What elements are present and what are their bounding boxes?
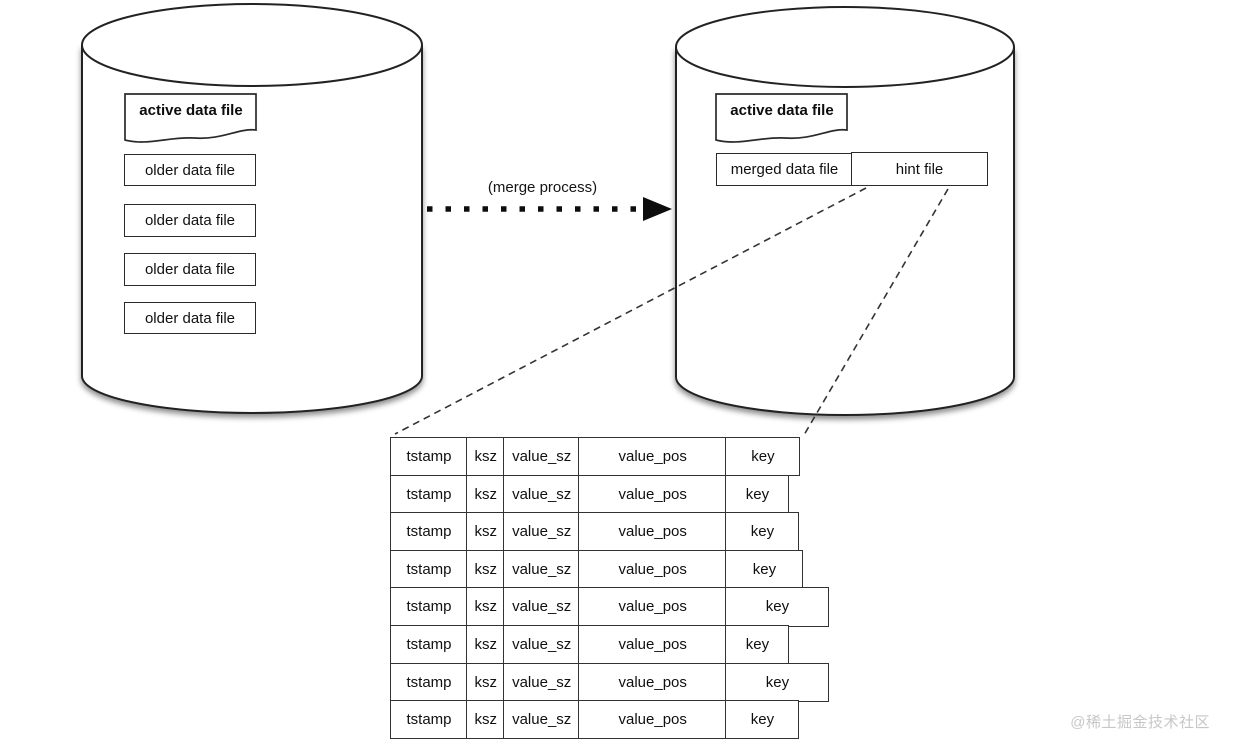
table-cell-key: key [725,662,830,702]
table-cell-value_pos: value_pos [578,624,727,665]
watermark: @稀土掘金技术社区 [1070,714,1210,731]
table-cell-value_pos: value_pos [578,587,727,627]
older-data-file-box: older data file [124,302,256,334]
hint-file-box: hint file [851,152,988,186]
older-data-file-label: older data file [144,212,236,229]
table-cell-ksz: ksz [466,624,505,665]
table-cell-value_sz: value_sz [503,587,580,627]
hint-file-label: hint file [895,160,944,178]
table-cell-key: key [725,700,800,740]
table-cell-ksz: ksz [466,512,505,552]
merged-data-file-box: merged data file [716,153,853,186]
table-cell-value_sz: value_sz [503,474,580,514]
table-cell-tstamp: tstamp [390,512,468,552]
active-data-file-label: active data file [730,102,834,119]
older-data-file-label: older data file [144,261,236,278]
table-cell-value_pos: value_pos [578,437,727,477]
table-cell-tstamp: tstamp [390,587,468,627]
table-cell-value_sz: value_sz [503,512,580,552]
table-cell-value_pos: value_pos [578,662,727,702]
document-shape [124,93,257,143]
table-cell-key: key [725,512,800,552]
right-cylinder-top-ellipse [675,6,1015,88]
active-data-file-label: active data file [139,102,243,119]
table-cell-ksz: ksz [466,700,505,740]
table-cell-value_sz: value_sz [503,624,580,665]
merge-process-label: (merge process) [487,179,598,196]
table-cell-value_sz: value_sz [503,662,580,702]
document-shape [715,93,848,143]
older-data-file-label: older data file [144,309,236,327]
table-cell-key: key [725,437,801,477]
hint-connector-left [394,187,867,435]
table-cell-value_sz: value_sz [503,700,580,740]
older-data-file-box: older data file [124,154,256,186]
table-cell-value_pos: value_pos [578,512,727,552]
merge-arrow-head [643,197,672,221]
table-cell-ksz: ksz [466,587,505,627]
older-data-file-box: older data file [124,204,256,237]
older-data-file-box: older data file [124,253,256,286]
table-cell-key: key [725,624,790,665]
table-cell-key: key [725,549,804,589]
table-cell-key: key [725,474,790,514]
table-cell-tstamp: tstamp [390,662,468,702]
table-cell-ksz: ksz [466,437,505,477]
table-cell-ksz: ksz [466,474,505,514]
older-data-file-label: older data file [144,161,236,179]
table-cell-value_pos: value_pos [578,549,727,589]
table-cell-ksz: ksz [466,662,505,702]
table-cell-value_sz: value_sz [503,549,580,589]
table-cell-value_sz: value_sz [503,437,580,477]
table-cell-tstamp: tstamp [390,624,468,665]
table-cell-tstamp: tstamp [390,474,468,514]
active-data-file-box-right: active data file [715,93,849,147]
merged-data-file-label: merged data file [730,161,839,178]
table-cell-tstamp: tstamp [390,437,468,477]
active-data-file-box-left: active data file [124,93,258,147]
table-cell-tstamp: tstamp [390,700,468,740]
table-cell-key: key [725,587,830,627]
table-cell-value_pos: value_pos [578,700,727,740]
table-cell-value_pos: value_pos [578,474,727,514]
left-cylinder-top-ellipse [81,3,423,87]
table-cell-ksz: ksz [466,549,505,589]
table-cell-tstamp: tstamp [390,549,468,589]
